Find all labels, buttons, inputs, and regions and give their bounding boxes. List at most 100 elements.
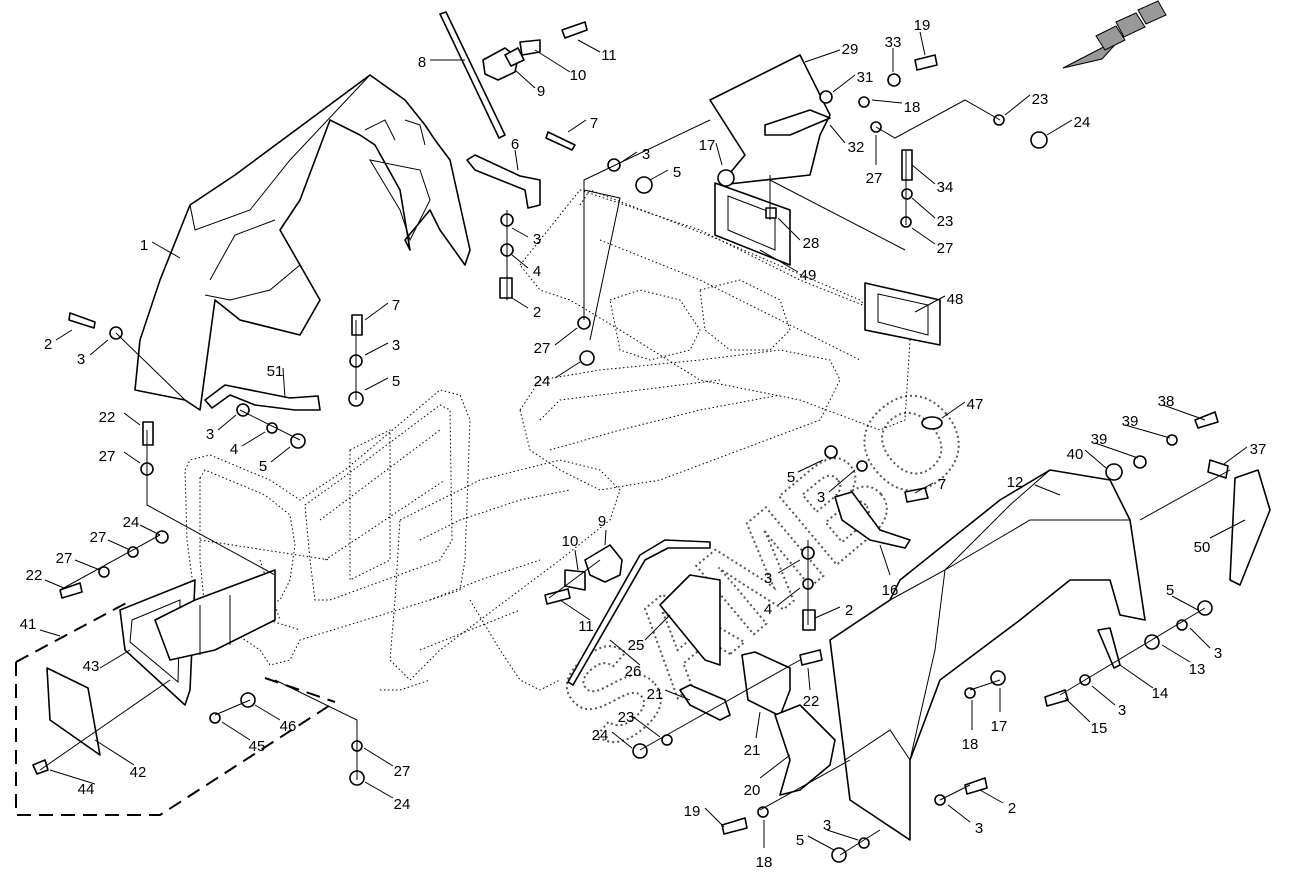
- guard-part-25: [659, 574, 721, 666]
- callout-number: 6: [511, 136, 519, 153]
- callout-number: 11: [601, 47, 617, 64]
- callout-number: 24: [394, 796, 411, 813]
- callout-number: 5: [787, 469, 795, 486]
- callout-number: 29: [842, 41, 859, 58]
- bracket-part-14: [1097, 627, 1121, 669]
- callout-number: 3: [817, 489, 825, 506]
- callout-number: 3: [206, 426, 214, 443]
- left-fender-part-1: [134, 74, 471, 411]
- callout-number: 19: [914, 17, 931, 34]
- step-bracket-part-51: [204, 384, 321, 411]
- callout-number: 33: [885, 34, 902, 51]
- callout-number: 23: [618, 709, 635, 726]
- callout-number: 18: [962, 736, 979, 753]
- callout-number: 38: [1158, 393, 1175, 410]
- callout-number: 18: [904, 99, 921, 116]
- fastener-hardware: [59, 21, 1219, 863]
- callout-number: 24: [123, 514, 140, 531]
- callout-number: 27: [866, 170, 883, 187]
- callout-number: 9: [598, 513, 606, 530]
- callout-number: 17: [699, 137, 716, 154]
- callout-number: 11: [578, 618, 594, 635]
- callout-number: 27: [90, 529, 107, 546]
- gasket-part-48: [864, 282, 941, 346]
- callout-number: 17: [991, 718, 1008, 735]
- callout-number: 7: [590, 115, 598, 132]
- callout-number: 3: [975, 820, 983, 837]
- callout-number: 15: [1091, 720, 1108, 737]
- callout-number: 3: [823, 817, 831, 834]
- callout-number: 4: [533, 263, 541, 280]
- callout-number: 46: [280, 718, 297, 735]
- callout-number: 51: [267, 363, 284, 380]
- gasket-part-49: [714, 182, 791, 266]
- callout-number: 1: [140, 237, 148, 254]
- callout-number: 40: [1067, 446, 1084, 463]
- callout-number: 27: [937, 240, 954, 257]
- bracket-part-16: [834, 491, 911, 549]
- callout-number: 27: [394, 763, 411, 780]
- callout-number: 3: [533, 231, 541, 248]
- callout-number: 7: [392, 297, 400, 314]
- callout-number: 10: [570, 67, 587, 84]
- assembly-lines: [39, 99, 1231, 856]
- callout-number: 21: [744, 742, 761, 759]
- rear-panel-plate: [583, 179, 906, 341]
- callout-number: 48: [947, 291, 964, 308]
- callout-number: 26: [625, 663, 642, 680]
- bracket-part-9-10-lower: [564, 544, 623, 591]
- bolt-part-44: [32, 759, 49, 775]
- callout-number: 5: [259, 458, 267, 475]
- callout-number: 27: [534, 340, 551, 357]
- callout-number: 24: [534, 373, 551, 390]
- callout-number: 23: [1032, 91, 1049, 108]
- callout-number: 25: [628, 637, 645, 654]
- callout-number: 41: [20, 616, 37, 633]
- callout-number: 12: [1007, 474, 1024, 491]
- callout-number: 18: [756, 854, 773, 871]
- rod-part-8: [439, 11, 506, 139]
- rod-part-26: [567, 539, 711, 686]
- callout-number: 43: [83, 658, 100, 675]
- callout-number: 2: [1008, 800, 1016, 817]
- callout-number: 21: [647, 686, 664, 703]
- callout-number: 27: [99, 448, 116, 465]
- callout-number: 34: [937, 179, 954, 196]
- callout-number: 22: [803, 693, 820, 710]
- callout-number: 31: [857, 69, 874, 86]
- callout-number: 32: [848, 139, 865, 156]
- callout-number: 27: [56, 550, 73, 567]
- callout-number: 5: [673, 164, 681, 181]
- callout-number: 7: [938, 476, 946, 493]
- light-housing: [154, 569, 276, 661]
- callout-number: 4: [230, 441, 238, 458]
- callout-number: 4: [764, 601, 772, 618]
- callout-number: 44: [78, 781, 95, 798]
- callout-number: 3: [392, 337, 400, 354]
- callout-number: 50: [1194, 539, 1211, 556]
- panel-part-29: [709, 54, 831, 186]
- callout-number: 3: [1118, 702, 1126, 719]
- callout-number: 39: [1091, 431, 1108, 448]
- callout-number: 42: [130, 764, 147, 781]
- callout-number: 3: [77, 351, 85, 368]
- reflector-part-42: [46, 667, 101, 756]
- callout-number: 5: [796, 832, 804, 849]
- callout-number: 3: [642, 146, 650, 163]
- callout-number: 2: [44, 336, 52, 353]
- callout-number: 8: [418, 54, 426, 71]
- direction-arrow-icon: [1062, 0, 1167, 69]
- right-fender-part-12: [829, 469, 1146, 841]
- callout-number: 22: [26, 567, 43, 584]
- callout-number: 3: [1214, 645, 1222, 662]
- callout-number: 9: [537, 83, 545, 100]
- bracket-part-21: [679, 651, 791, 721]
- callout-number: 14: [1152, 685, 1169, 702]
- callout-leaders: [39, 31, 1248, 851]
- callout-number: 24: [592, 727, 609, 744]
- callout-number: 5: [392, 373, 400, 390]
- callout-number: 2: [845, 602, 853, 619]
- callout-number: 47: [967, 396, 984, 413]
